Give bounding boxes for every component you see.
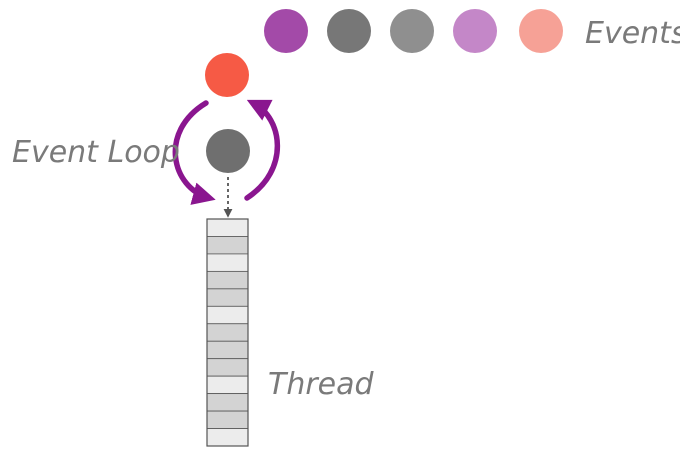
thread-segment — [206, 340, 249, 360]
thread-segment — [206, 305, 249, 325]
thread-segment — [206, 218, 249, 237]
thread-segment — [206, 410, 249, 429]
thread-segment — [206, 375, 249, 395]
loop-arrows-icon — [172, 99, 281, 205]
event-circle-2 — [327, 9, 371, 53]
thread-border — [206, 218, 249, 447]
event-circle-1 — [264, 9, 308, 53]
thread-segment — [206, 323, 249, 342]
thread-label: Thread — [268, 367, 375, 402]
event-circle-3 — [390, 9, 434, 53]
thread-segment — [206, 236, 249, 255]
event-circle-5 — [519, 9, 563, 53]
thread-segment — [206, 428, 249, 447]
event-circle-4 — [453, 9, 497, 53]
current-event-circle — [205, 53, 249, 97]
thread-segment — [206, 393, 249, 412]
thread-bar — [206, 218, 249, 447]
loop-arrow-left — [172, 100, 216, 205]
thread-segment — [206, 288, 249, 307]
thread-segment — [206, 253, 249, 272]
thread-segment — [206, 270, 249, 290]
loop-arrow-right — [244, 99, 281, 201]
event-queue — [264, 9, 563, 53]
event-loop-label: Event Loop — [12, 135, 180, 170]
events-label: Events — [585, 16, 680, 51]
thread-segments — [206, 218, 249, 447]
processing-event-circle — [206, 129, 250, 173]
thread-segment — [206, 358, 249, 377]
